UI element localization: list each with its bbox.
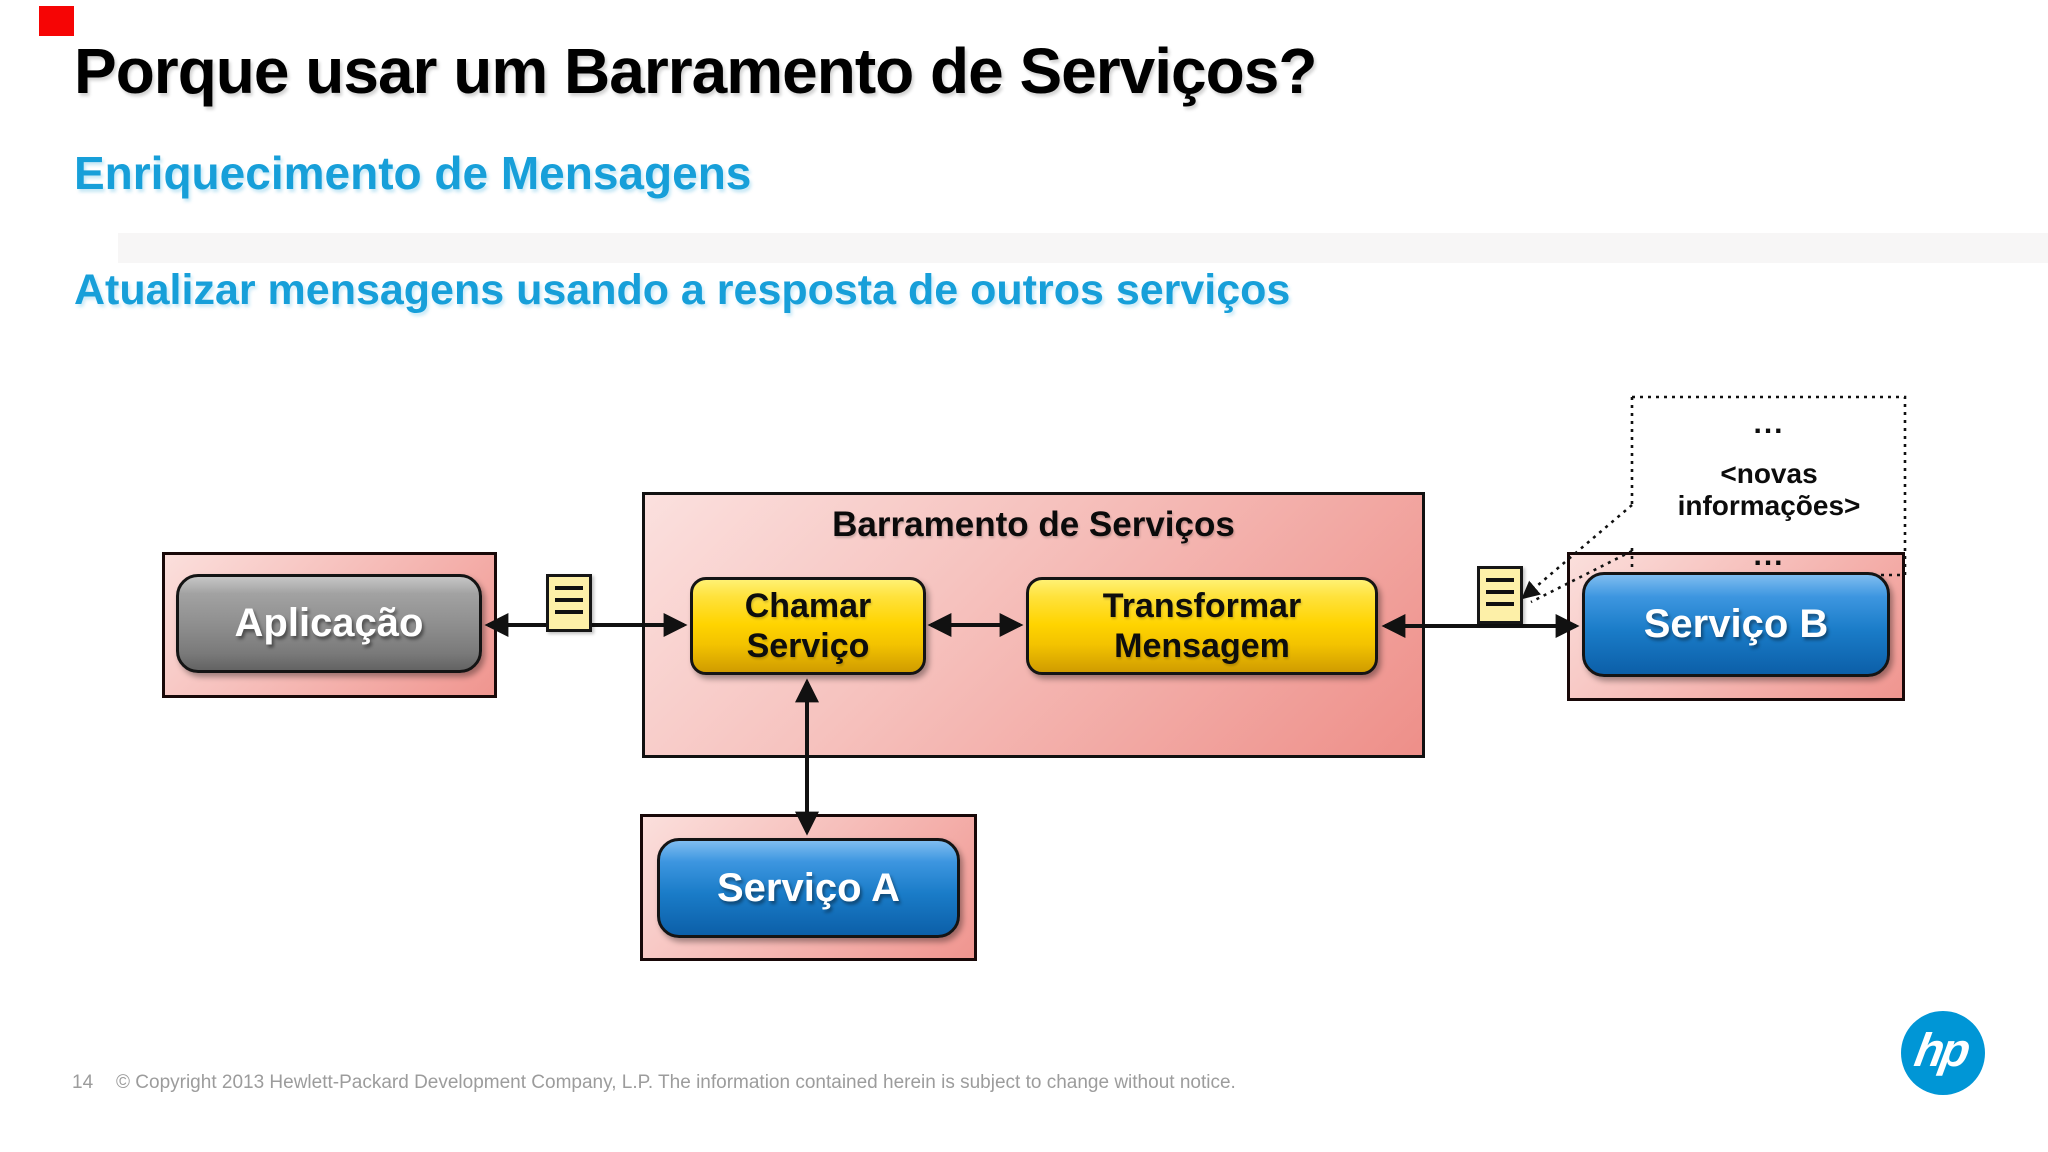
application-node: Aplicação — [176, 574, 482, 673]
service-b-node: Serviço B — [1582, 572, 1890, 677]
message-note-icon — [1477, 566, 1523, 624]
callout-message: <novas informações> — [1677, 457, 1861, 521]
slide-accent-bar — [39, 6, 74, 36]
copyright-text: © Copyright 2013 Hewlett-Packard Develop… — [116, 1072, 1236, 1093]
slide-subtitle: Enriquecimento de Mensagens — [74, 147, 752, 199]
call-service-node: Chamar Serviço — [690, 577, 926, 675]
transform-message-node: Transformar Mensagem — [1026, 577, 1378, 675]
statement-text: Atualizar mensagens usando a resposta de… — [74, 266, 1291, 314]
service-a-label: Serviço A — [716, 865, 901, 910]
service-bus-title: Barramento de Serviços — [832, 505, 1235, 544]
callout-dots-top: ... — [1753, 407, 1785, 440]
page-number: 14 — [72, 1072, 94, 1093]
hp-logo-text: hp — [1911, 1022, 1973, 1076]
transform-message-label: Transformar Mensagem — [1102, 586, 1302, 665]
callout-dots-bottom: ... — [1753, 539, 1785, 572]
service-a-node: Serviço A — [657, 838, 960, 938]
service-b-label: Serviço B — [1643, 602, 1829, 646]
header-divider — [118, 233, 2048, 263]
call-service-label: Chamar Serviço — [744, 586, 872, 665]
message-note-icon — [546, 574, 592, 632]
slide-title: Porque usar um Barramento de Serviços? — [74, 35, 1317, 107]
hp-logo-icon: hp — [1901, 1011, 1985, 1095]
new-info-callout: ... <novas informações> ... — [1632, 397, 1906, 575]
application-label: Aplicação — [234, 601, 424, 645]
